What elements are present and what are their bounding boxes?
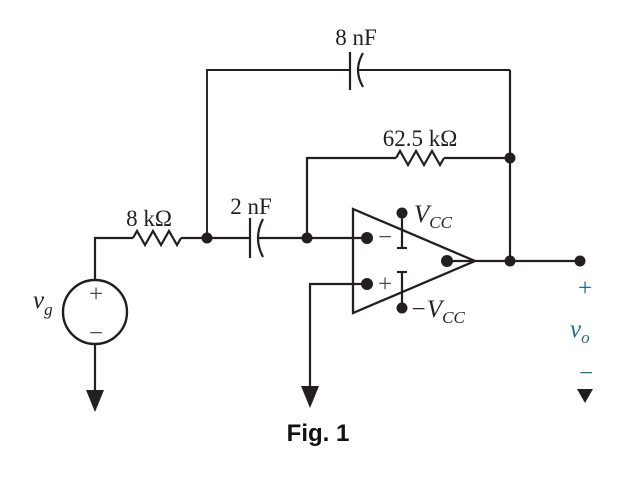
neg-vcc-dot xyxy=(396,302,408,314)
output-plus-sign: + xyxy=(578,275,592,302)
ground-arrow-noninverting xyxy=(301,386,319,408)
node-dot xyxy=(201,232,213,244)
ground-arrow-source xyxy=(86,390,104,412)
input-capacitor-label: 2 nF xyxy=(230,194,272,219)
wire-feedback-res-left xyxy=(305,156,396,238)
wire-feedback-cap-left xyxy=(206,69,350,238)
vcc-dot xyxy=(396,207,408,219)
output-terminal-dot xyxy=(574,255,586,267)
wire-source-to-resistor xyxy=(93,236,133,281)
opamp-noninverting-sign: + xyxy=(378,271,392,298)
source-plus-sign: + xyxy=(89,281,103,308)
opamp-inverting-sign: − xyxy=(378,224,392,251)
feedback-capacitor-label: 8 nF xyxy=(335,25,377,50)
vcc-label: VCC xyxy=(414,201,453,232)
node-dot xyxy=(504,152,516,164)
figure-caption: Fig. 1 xyxy=(287,420,350,447)
neg-vcc-label: −VCC xyxy=(410,296,465,327)
wire-noninverting-to-ground xyxy=(308,282,367,388)
noninverting-input-dot xyxy=(361,278,373,290)
source-minus-sign: − xyxy=(89,320,103,347)
output-reference-arrow xyxy=(577,389,593,403)
feedback-resistor-label: 62.5 kΩ xyxy=(383,126,458,151)
inverting-input-dot xyxy=(361,232,373,244)
output-label: vo xyxy=(570,316,590,347)
node-dot xyxy=(301,232,313,244)
input-resistor-label: 8 kΩ xyxy=(126,206,172,231)
feedback-resistor-symbol xyxy=(395,148,445,168)
node-dot xyxy=(504,255,516,267)
source-label: vg xyxy=(33,287,53,319)
output-minus-sign: − xyxy=(579,360,593,387)
input-resistor-symbol xyxy=(132,228,182,248)
opamp-output-dot xyxy=(441,255,453,267)
opamp-triangle xyxy=(351,207,478,315)
